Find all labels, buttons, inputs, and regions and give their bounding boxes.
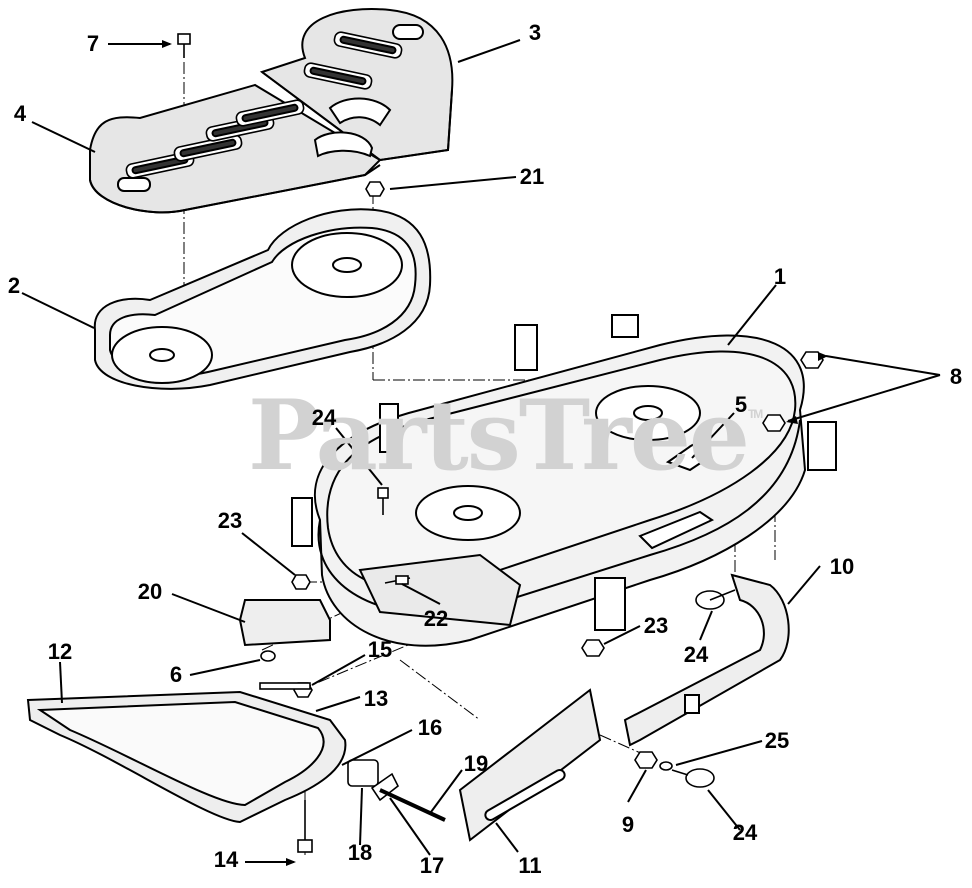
callout-17: 17 [419, 853, 445, 878]
part-1-mower-deck [291, 314, 837, 647]
spacer-18 [347, 759, 379, 787]
bolt-7 [177, 33, 191, 45]
bracket-13 [259, 682, 311, 690]
callout-20: 20 [137, 579, 163, 604]
spring-17 [370, 772, 400, 802]
nut-21 [365, 181, 385, 197]
part-11-baffle [458, 688, 602, 842]
callout-4: 4 [13, 101, 27, 126]
callout-19: 19 [463, 751, 489, 776]
callout-2: 2 [7, 273, 21, 298]
nut-23a [291, 574, 311, 590]
callout-16: 16 [417, 715, 443, 740]
callout-24b: 24 [732, 820, 758, 845]
callout-15: 15 [367, 637, 393, 662]
callout-18: 18 [347, 840, 373, 865]
callout-6: 6 [169, 662, 183, 687]
callout-1: 1 [773, 264, 787, 289]
part-2-belt-shield [93, 208, 432, 390]
part-12-discharge-chute [26, 690, 347, 824]
callout-11: 11 [518, 853, 542, 878]
callout-9: 9 [621, 812, 635, 837]
part-10-baffle [623, 573, 790, 747]
nut-8b [762, 414, 786, 432]
nut-23b [581, 639, 605, 657]
callout-5: 5 [734, 392, 748, 417]
bolt-14 [297, 839, 313, 853]
callout-leaders [21, 39, 941, 863]
callout-13: 13 [363, 686, 389, 711]
nut-9 [634, 751, 658, 769]
part-20-bracket [238, 599, 331, 647]
callout-3: 3 [528, 20, 542, 45]
hardware [177, 33, 824, 853]
watermark: PartsTreeTM [248, 388, 763, 484]
callout-21: 21 [519, 164, 545, 189]
callout-25: 25 [764, 728, 790, 753]
callout-23b: 23 [643, 613, 669, 638]
washer-25 [659, 761, 673, 771]
callout-12: 12 [47, 639, 73, 664]
callout-10: 10 [829, 554, 855, 579]
watermark-text: PartsTree [248, 379, 750, 492]
part-3-top-cover [259, 8, 454, 162]
callout-14: 14 [213, 847, 239, 872]
part-4-lower-cover [89, 83, 382, 214]
callout-24a: 24 [683, 642, 709, 667]
rod-19 [379, 788, 446, 822]
watermark-tm: TM [747, 407, 763, 421]
screw-22 [395, 575, 409, 585]
callout-arrowheads [162, 40, 828, 866]
callout-26: 24 [311, 405, 337, 430]
callout-8: 8 [949, 364, 963, 389]
bolt-24b [685, 768, 715, 788]
callout-22: 22 [423, 606, 449, 631]
callout-23a: 23 [217, 508, 243, 533]
callout-7: 7 [86, 31, 100, 56]
washer-6 [260, 650, 276, 662]
